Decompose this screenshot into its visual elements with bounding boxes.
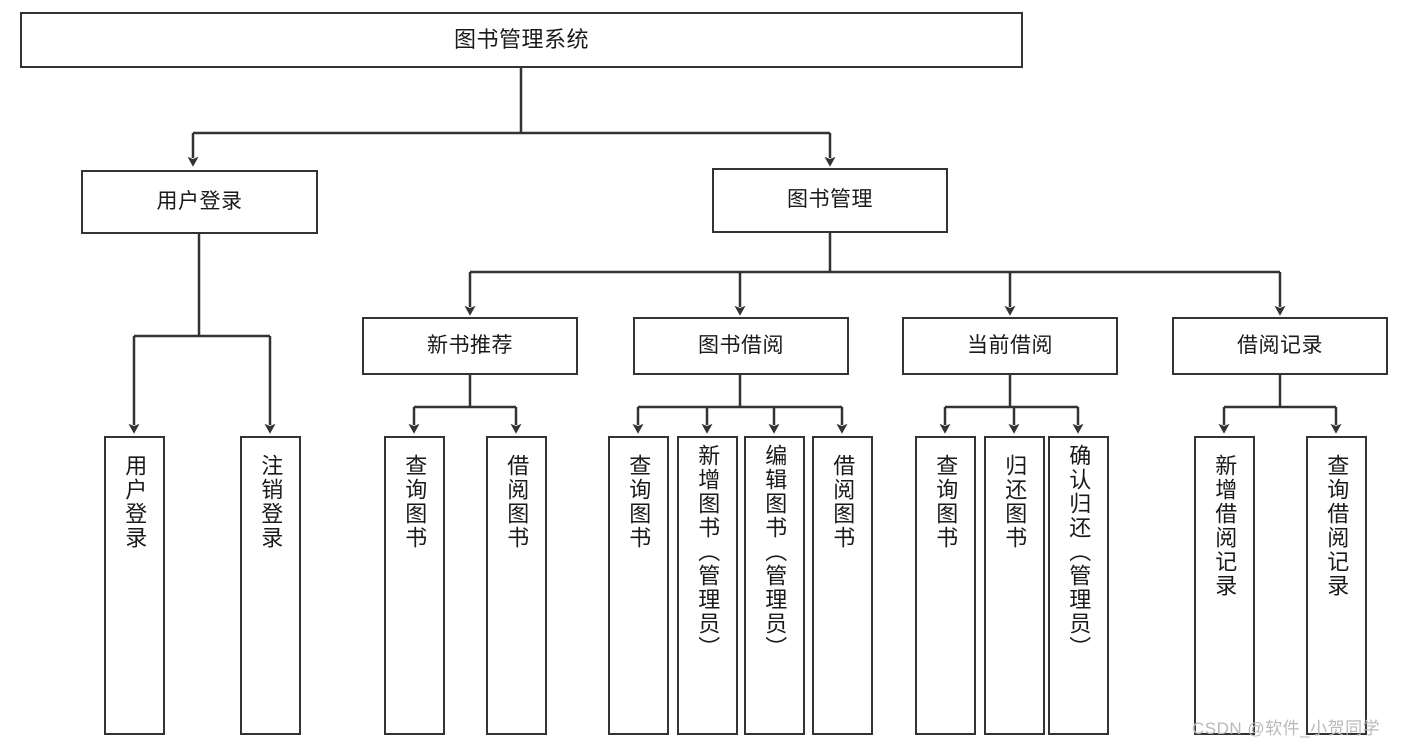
leaf-logout-login[interactable]: 注销登录 [240,436,301,735]
node-label: 图书借阅 [698,333,784,357]
leaf-add-book-admin[interactable]: 新增图书（管理员） [677,436,738,735]
leaf-return-book[interactable]: 归还图书 [984,436,1045,735]
node-label: 查询图书 [933,454,959,550]
leaf-query-book-recommendation[interactable]: 查询图书 [384,436,445,735]
node-label: 用户登录 [156,189,243,213]
node-label: 编辑图书（管理员） [762,444,788,660]
node-user-login[interactable]: 用户登录 [81,170,318,234]
node-label: 新书推荐 [427,333,513,357]
leaf-query-borrow-record[interactable]: 查询借阅记录 [1306,436,1367,735]
node-label: 新增借阅记录 [1212,454,1238,598]
leaf-user-login[interactable]: 用户登录 [104,436,165,735]
leaf-query-book-current[interactable]: 查询图书 [915,436,976,735]
leaf-edit-book-admin[interactable]: 编辑图书（管理员） [744,436,805,735]
leaf-confirm-return-admin[interactable]: 确认归还（管理员） [1048,436,1109,735]
node-borrowing-record[interactable]: 借阅记录 [1172,317,1388,375]
node-label: 图书管理系统 [453,27,589,53]
node-book-borrowing[interactable]: 图书借阅 [633,317,849,375]
node-label: 确认归还（管理员） [1066,444,1092,660]
node-label: 借阅图书 [830,454,856,550]
node-label: 查询借阅记录 [1324,454,1350,598]
leaf-borrow-book-borrowing[interactable]: 借阅图书 [812,436,873,735]
leaf-add-borrow-record[interactable]: 新增借阅记录 [1194,436,1255,735]
node-label: 归还图书 [1002,454,1028,550]
node-new-book-recommendation[interactable]: 新书推荐 [362,317,578,375]
node-book-management[interactable]: 图书管理 [712,168,948,233]
node-label: 新增图书（管理员） [695,444,721,660]
node-label: 注销登录 [258,454,284,550]
leaf-query-book-borrowing[interactable]: 查询图书 [608,436,669,735]
node-label: 借阅记录 [1237,333,1323,357]
node-label: 借阅图书 [504,454,530,550]
node-label: 当前借阅 [967,333,1053,357]
node-root-book-management-system[interactable]: 图书管理系统 [20,12,1023,68]
node-label: 图书管理 [787,188,873,212]
node-label: 用户登录 [122,454,148,550]
node-current-borrowing[interactable]: 当前借阅 [902,317,1118,375]
node-label: 查询图书 [626,454,652,550]
watermark: CSDN @软件_小贺同学 [1192,719,1381,738]
node-label: 查询图书 [402,454,428,550]
leaf-borrow-book-recommendation[interactable]: 借阅图书 [486,436,547,735]
